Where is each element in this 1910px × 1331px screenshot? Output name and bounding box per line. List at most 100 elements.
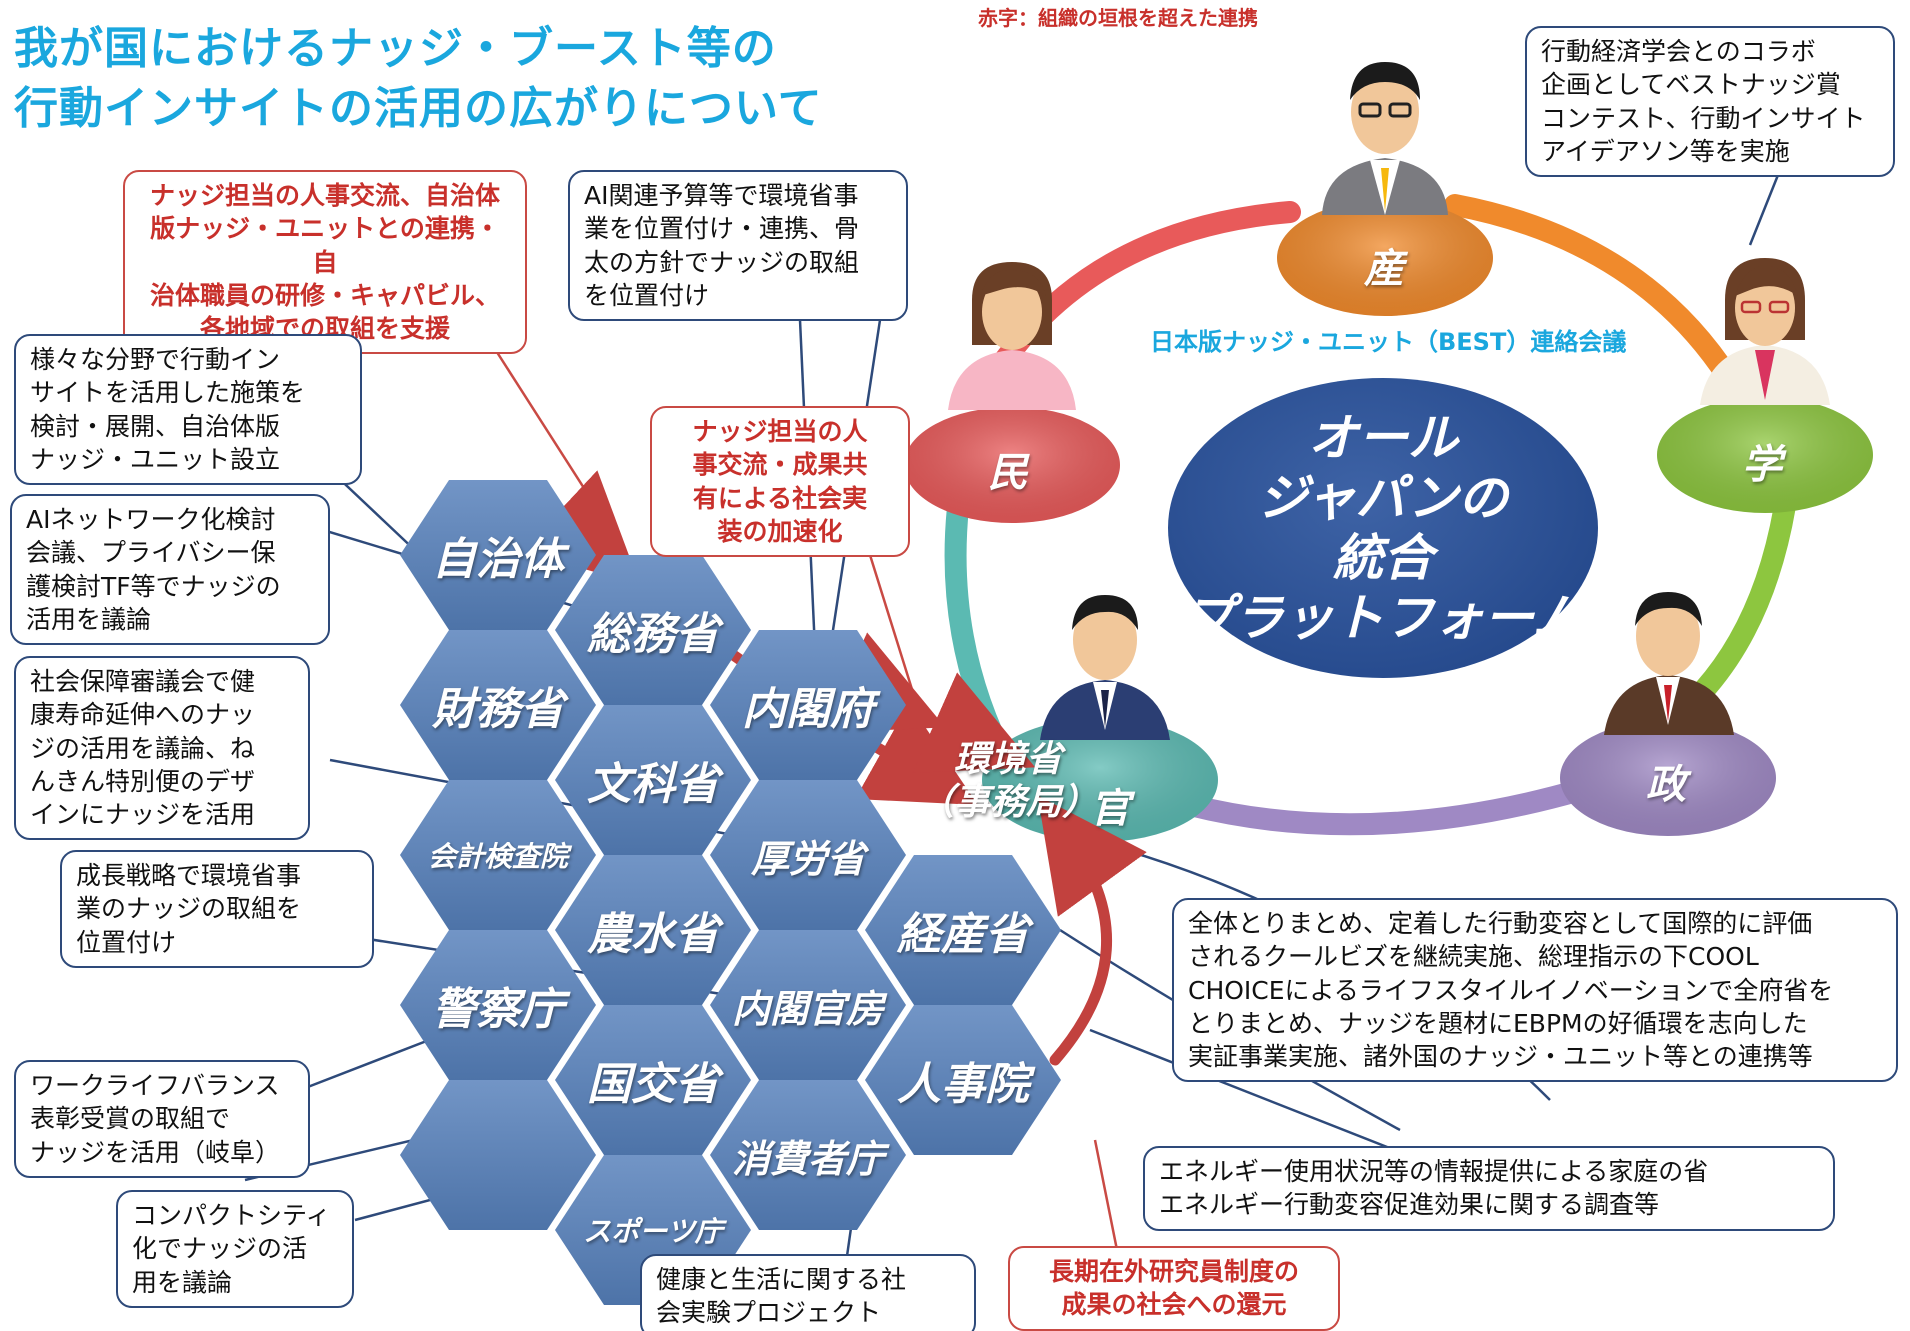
callout-line: ナッジ・ユニット設立: [30, 444, 281, 474]
callout-line: ナッジを活用（岐阜）: [30, 1137, 281, 1167]
callout-line: 化でナッジの活: [132, 1234, 308, 1264]
callout-line: 実証事業実施、諸外国のナッジ・ユニット等との連携等: [1188, 1042, 1813, 1071]
callout-line: AIネットワーク化検討: [26, 505, 276, 534]
callout-line: 位置付け: [76, 927, 177, 957]
callout-line: 活用を議論: [26, 604, 152, 634]
callout-line: サイトを活用した施策を: [30, 378, 306, 408]
ring-segment-government-private: [944, 479, 1021, 781]
sector-disk-academia: [1657, 397, 1873, 513]
callout-line: 健康と生活に関する社: [656, 1265, 907, 1294]
callout-line: CHOICEによるライフスタイルイノベーションで全府省を: [1188, 975, 1834, 1005]
sector-disk-politics: [1560, 720, 1776, 836]
callout-line: 企画としてベストナッジ賞: [1541, 70, 1841, 100]
avatar-industry: [1322, 62, 1448, 215]
sector-disk-industry: [1277, 200, 1493, 316]
callout-ai-network: AIネットワーク化検討 会議、プライバシー保 護検討TF等でナッジの 活用を議論: [10, 494, 330, 645]
callout-line: 治体職員の研修・キャパビル、: [149, 280, 500, 310]
callout-line: されるクールビズを継続実施、総理指示の下COOL: [1188, 942, 1759, 972]
callout-local-government-policies: 様々な分野で行動イン サイトを活用した施策を 検討・展開、自治体版 ナッジ・ユニ…: [14, 334, 362, 485]
hex-cabinet-office: 内閣府: [710, 630, 906, 780]
callout-hr-exchange-local: ナッジ担当の人事交流、自治体 版ナッジ・ユニットとの連携・自 治体職員の研修・キ…: [123, 170, 527, 355]
platform-line-1: オール: [1308, 409, 1458, 467]
callout-line: 会実験プロジェクト: [656, 1298, 882, 1328]
callout-line: コンパクトシティ: [132, 1201, 331, 1230]
callout-line: エネルギー使用状況等の情報提供による家庭の省: [1159, 1157, 1709, 1186]
callout-line: アイデアソン等を実施: [1541, 136, 1790, 166]
callout-line: インにナッジを活用: [30, 800, 256, 829]
callout-line: 成果の社会への還元: [1061, 1290, 1287, 1320]
callout-line: とりまとめ、ナッジを題材にEBPMの好循環を志向した: [1188, 1008, 1808, 1038]
callout-line: 行動経済学会とのコラボ: [1541, 37, 1816, 66]
sector-label-industry: 産: [1364, 246, 1404, 292]
ring-segment-politics-government: [1179, 779, 1591, 836]
avatar-government: [1040, 595, 1170, 740]
callout-social-security: 社会保障審議会で健 康寿命延伸へのナッ ジの活用を議論、ね んきん特別便のデザ …: [14, 656, 310, 841]
hex-consumer-affairs: 消費者庁: [710, 1080, 906, 1230]
sector-label-government: 官: [1090, 786, 1130, 832]
page-title-line-1: 我が国におけるナッジ・ブースト等の: [14, 23, 777, 74]
arrow-npa-to-secretariat: [1037, 795, 1147, 1066]
callout-line: ジの活用を議論、ね: [30, 733, 256, 763]
callout-hr-exchange-results: ナッジ担当の人 事交流・成果共 有による社会実 装の加速化: [650, 406, 910, 557]
sector-label-private: 民: [988, 450, 1028, 496]
hex-mic: 総務省: [555, 555, 751, 705]
callout-growth-strategy: 成長戦略で環境省事 業のナッジの取組を 位置付け: [60, 850, 374, 968]
callout-line: AI関連予算等で環境省事: [584, 181, 859, 210]
hex-mhlw: 厚労省: [710, 780, 906, 930]
avatar-academia: [1700, 258, 1830, 405]
arrow-cabinet-to-secretariat: [822, 632, 1036, 773]
sector-label-politics: 政: [1646, 762, 1686, 808]
callout-line: 会議、プライバシー保: [26, 538, 276, 568]
callout-line: 護検討TF等でナッジの: [26, 571, 281, 601]
callout-line: 成長戦略で環境省事: [76, 861, 302, 890]
all-japan-platform: オール ジャパンの 統合 プラットフォーム: [1168, 378, 1598, 678]
callout-line: 用を議論: [132, 1267, 233, 1297]
callout-line: 版ナッジ・ユニットとの連携・自: [150, 214, 500, 277]
callout-compact-city: コンパクトシティ 化でナッジの活 用を議論: [116, 1190, 354, 1308]
secretariat-line-1: 環境省: [954, 739, 1063, 780]
callout-line: ナッジ担当の人事交流、自治体: [149, 181, 500, 210]
callout-line: ワークライフバランス: [30, 1071, 280, 1100]
callout-line: 業のナッジの取組を: [76, 894, 302, 924]
callout-line: 事交流・成果共: [692, 450, 868, 480]
callout-line: エネルギー行動変容促進効果に関する調査等: [1159, 1190, 1660, 1220]
callout-line: 社会保障審議会で健: [30, 667, 256, 696]
callout-line: ナッジ担当の人: [692, 417, 868, 446]
callout-work-life-balance: ワークライフバランス 表彰受賞の取組で ナッジを活用（岐阜）: [14, 1060, 310, 1178]
sector-label-academia: 学: [1742, 442, 1782, 488]
hex-maff: 農水省: [555, 855, 751, 1005]
callout-behavioral-economics: 行動経済学会とのコラボ 企画としてベストナッジ賞 コンテスト、行動インサイト ア…: [1525, 26, 1895, 177]
callout-line: んきん特別便のデザ: [30, 766, 256, 796]
callout-ai-budget: AI関連予算等で環境省事 業を位置付け・連携、骨 太の方針でナッジの取組 を位置…: [568, 170, 908, 321]
callout-line: 康寿命延伸へのナッ: [30, 700, 256, 730]
avatar-private: [948, 262, 1076, 410]
callout-line: 様々な分野で行動イン: [30, 345, 281, 374]
callout-line: を位置付け: [584, 280, 710, 310]
callout-line: 業を位置付け・連携、骨: [584, 214, 860, 244]
platform-line-4: プラットフォーム: [1183, 589, 1583, 647]
meeting-label: 日本版ナッジ・ユニット（BEST）連絡会議: [1150, 328, 1627, 356]
ring-segment-industry-academia: [1444, 194, 1741, 391]
hex-mext: 文科省: [555, 705, 751, 855]
hex-mlit: 国交省: [555, 1005, 751, 1155]
platform-line-3: 統合: [1333, 529, 1433, 587]
secretariat-line-2: （事務局）: [918, 782, 1099, 824]
callout-line: コンテスト、行動インサイト: [1541, 103, 1866, 133]
platform-line-2: ジャパンの: [1258, 469, 1508, 527]
callout-line: 有による社会実: [692, 483, 868, 513]
hex-cabinet-secretariat: 内閣官房: [710, 930, 906, 1080]
legend-note: 赤字：組織の垣根を超えた連携: [978, 6, 1258, 30]
callout-energy-information: エネルギー使用状況等の情報提供による家庭の省 エネルギー行動変容促進効果に関する…: [1143, 1146, 1835, 1231]
callout-line: 表彰受賞の取組で: [30, 1104, 231, 1134]
callout-line: 検討・展開、自治体版: [30, 411, 281, 441]
callout-health-life-experiment: 健康と生活に関する社 会実験プロジェクト: [640, 1254, 976, 1331]
secretariat-label: 環境省 （事務局）: [918, 738, 1098, 824]
callout-line: 全体とりまとめ、定着した行動変容として国際的に評価: [1188, 909, 1813, 938]
callout-overall-coordination: 全体とりまとめ、定着した行動変容として国際的に評価 されるクールビズを継続実施、…: [1172, 898, 1898, 1083]
callout-line: 長期在外研究員制度の: [1048, 1257, 1299, 1286]
callout-line: 装の加速化: [717, 516, 843, 546]
callout-line: 太の方針でナッジの取組: [584, 247, 860, 277]
avatar-politics: [1604, 592, 1734, 735]
